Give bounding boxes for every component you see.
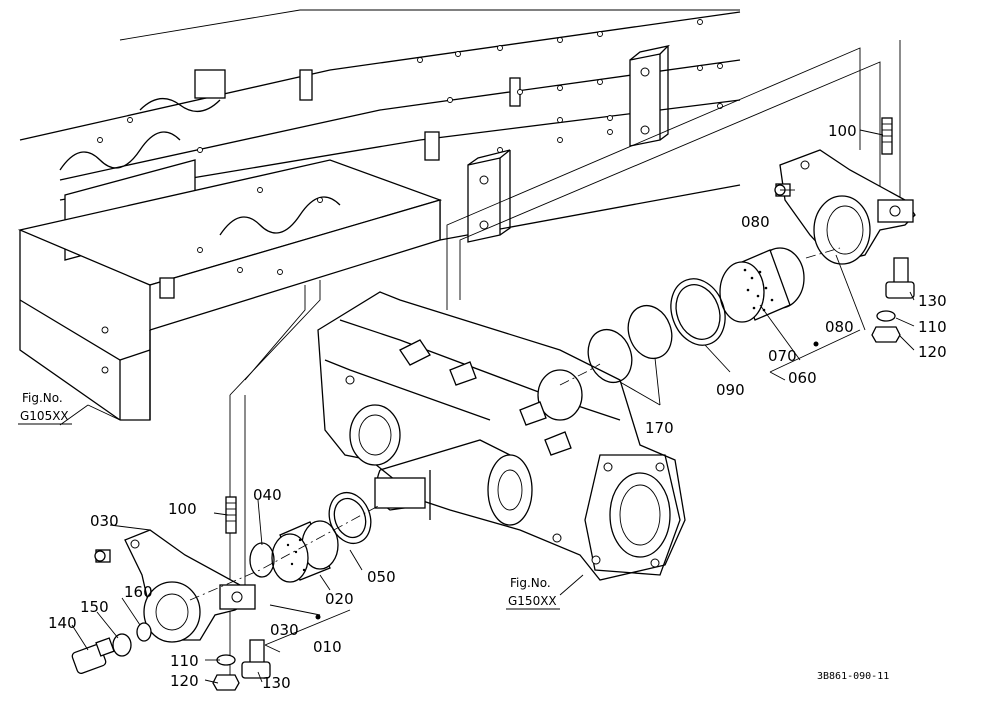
mount-block-left bbox=[467, 149, 511, 243]
label-050: 050 bbox=[367, 568, 396, 586]
label-150: 150 bbox=[80, 598, 109, 616]
ref-dot-left bbox=[315, 614, 321, 620]
fig-ref-g150xx: Fig.No. G150XX bbox=[506, 576, 560, 610]
right-bracket-060 bbox=[779, 149, 916, 265]
left-bracket-010 bbox=[124, 529, 256, 643]
fig-ref-g105xx: Fig.No. G105XX bbox=[18, 391, 72, 425]
bushing-070 bbox=[719, 247, 805, 323]
label-040: 040 bbox=[253, 486, 282, 504]
collar-160 bbox=[136, 622, 152, 642]
label-130-right: 130 bbox=[918, 292, 947, 310]
label-070: 070 bbox=[768, 347, 797, 365]
label-120-left: 120 bbox=[170, 672, 199, 690]
fig-ref-g150xx-line2: G150XX bbox=[508, 594, 557, 608]
label-140: 140 bbox=[48, 614, 77, 632]
stud-100-right bbox=[881, 117, 893, 155]
label-120-right: 120 bbox=[918, 343, 947, 361]
o-ring-040 bbox=[249, 542, 275, 578]
part-labels: 100 080 130 110 120 080 070 060 090 170 … bbox=[48, 122, 947, 692]
axle-housing bbox=[317, 291, 686, 581]
label-090: 090 bbox=[716, 381, 745, 399]
washer-110-right bbox=[876, 310, 896, 322]
label-130-left: 130 bbox=[262, 674, 291, 692]
fig-ref-g105xx-line1: Fig.No. bbox=[22, 391, 63, 405]
shim-170-a bbox=[627, 304, 673, 360]
nut-120-left bbox=[212, 674, 240, 691]
fig-ref-g105xx-line2: G105XX bbox=[20, 409, 69, 423]
seal-090 bbox=[670, 278, 726, 346]
nut-120-right bbox=[871, 326, 901, 343]
label-160: 160 bbox=[124, 583, 153, 601]
label-020: 020 bbox=[325, 590, 354, 608]
label-030-left-b: 030 bbox=[270, 621, 299, 639]
label-010: 010 bbox=[313, 638, 342, 656]
fig-ref-g150xx-line1: Fig.No. bbox=[510, 576, 551, 590]
label-080-right-b: 080 bbox=[825, 318, 854, 336]
tractor-frame bbox=[17, 9, 741, 421]
label-110-right: 110 bbox=[918, 318, 947, 336]
label-170: 170 bbox=[645, 419, 674, 437]
mount-block-right bbox=[629, 44, 671, 147]
bolt-130-left bbox=[241, 639, 271, 679]
drawing-code: 3B861-090-11 bbox=[817, 671, 889, 682]
label-080-right: 080 bbox=[741, 213, 770, 231]
seal-050 bbox=[328, 491, 372, 545]
washer-150 bbox=[112, 633, 132, 657]
bolt-140 bbox=[71, 637, 115, 674]
ref-dot-right bbox=[813, 341, 819, 347]
label-060: 060 bbox=[788, 369, 817, 387]
label-030-left: 030 bbox=[90, 512, 119, 530]
shim-170-b bbox=[587, 328, 633, 384]
bolt-130-right bbox=[885, 257, 915, 299]
bushing-020 bbox=[271, 520, 339, 583]
leader-lines bbox=[59, 129, 915, 684]
grease-fitting-030-left bbox=[94, 549, 111, 563]
label-100-left: 100 bbox=[168, 500, 197, 518]
label-110-left: 110 bbox=[170, 652, 199, 670]
label-100-right: 100 bbox=[828, 122, 857, 140]
